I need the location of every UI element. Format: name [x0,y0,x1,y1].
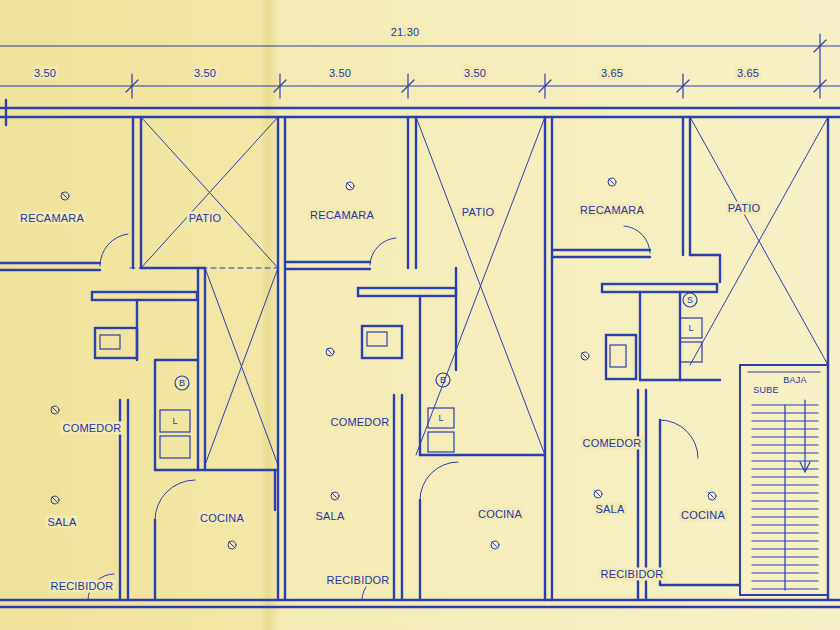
walls [0,100,840,607]
room-label: SUBE [753,384,778,397]
room-label: SALA [314,510,347,523]
light-points [51,178,716,549]
room-label: L [688,322,693,335]
room-label: COMEDOR [329,416,392,429]
fixtures [100,293,702,458]
dimension-label: 3.50 [327,67,353,80]
door-swings [88,226,698,600]
room-label: PATIO [460,206,496,219]
stairs [740,365,828,595]
room-label: PATIO [726,202,762,215]
dimension-label: 3.65 [599,67,625,80]
dimension-label: 21.30 [389,26,422,39]
room-label: COCINA [476,508,524,521]
room-label: B [440,374,446,387]
room-label: RECIBIDOR [599,568,666,581]
room-label: COMEDOR [581,437,644,450]
room-label: COCINA [198,512,246,525]
room-label: BAJA [783,374,806,387]
dimension-label: 3.50 [462,67,488,80]
room-label: L [438,412,443,425]
room-label: RECAMARA [18,212,86,225]
room-label: L [172,415,177,428]
dimension-label: 3.50 [32,67,58,80]
room-label: COMEDOR [61,422,124,435]
room-label: RECAMARA [578,204,646,217]
room-label: PATIO [187,212,223,225]
dimension-lines [0,34,840,98]
room-label: B [179,377,185,390]
room-label: RECAMARA [308,209,376,222]
room-label: S [687,294,693,307]
room-label: RECIBIDOR [325,574,392,587]
patio-marks [130,117,828,465]
room-label: RECIBIDOR [49,580,116,593]
dimension-label: 3.50 [192,67,218,80]
dimension-label: 3.65 [735,67,761,80]
room-label: SALA [594,503,627,516]
room-label: COCINA [679,509,727,522]
room-label: SALA [46,516,79,529]
